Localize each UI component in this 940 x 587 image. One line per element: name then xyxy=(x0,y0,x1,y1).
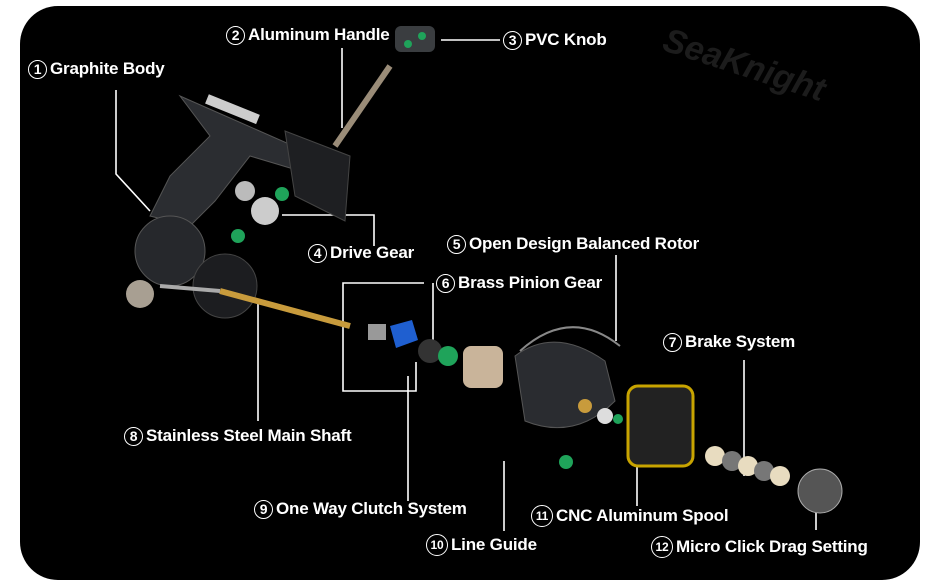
reel-body xyxy=(126,94,351,319)
spool xyxy=(578,384,695,468)
leader-lines xyxy=(115,39,817,531)
rotor xyxy=(514,326,621,469)
drag-knob xyxy=(797,468,843,514)
drive-gear xyxy=(231,181,289,243)
pinion-sleeve xyxy=(463,346,503,388)
brake-washers xyxy=(705,446,790,486)
main-shaft xyxy=(219,288,351,329)
reel-illustration xyxy=(115,26,843,531)
clutch xyxy=(390,320,418,348)
handle xyxy=(332,26,435,148)
diagram-panel: SeaKnight xyxy=(20,6,920,580)
line-guide xyxy=(559,455,573,469)
bearing xyxy=(368,324,386,340)
